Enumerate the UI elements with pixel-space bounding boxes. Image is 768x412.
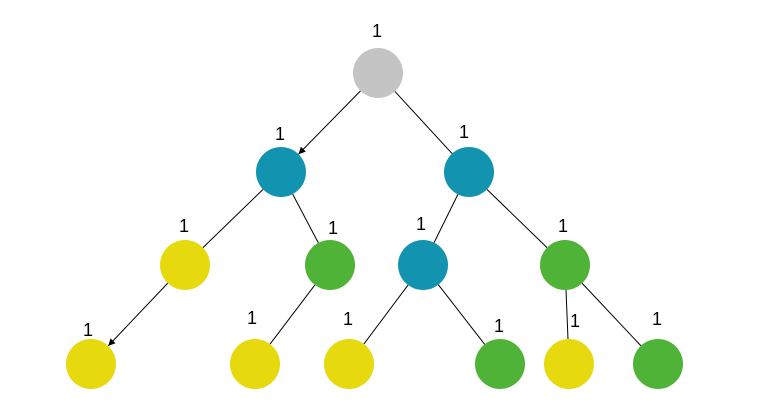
node-l1-right-blue xyxy=(444,147,494,197)
node-l1-left-blue xyxy=(256,147,306,197)
node-l2-c-blue xyxy=(398,240,448,290)
node-label-root: 1 xyxy=(372,21,382,41)
node-l2-d-green xyxy=(540,240,590,290)
node-label-l3-e: 1 xyxy=(570,311,580,331)
node-l3-a-yellow xyxy=(66,339,116,389)
edge-l2-d-to-l3-f xyxy=(581,282,642,347)
node-label-l3-d: 1 xyxy=(494,316,504,336)
node-label-l3-a: 1 xyxy=(83,320,93,340)
node-l3-f-green xyxy=(633,339,683,389)
node-root-gray xyxy=(353,48,403,98)
node-l3-c-yellow xyxy=(324,339,374,389)
edge-l1-left-to-l2-a xyxy=(202,189,264,248)
edge-l1-right-to-l2-c xyxy=(433,194,459,243)
node-label-l1-left: 1 xyxy=(275,124,285,144)
edge-l2-c-to-l3-d xyxy=(437,284,486,345)
node-label-l3-f: 1 xyxy=(652,309,662,329)
node-l2-a-yellow xyxy=(160,240,210,290)
node-label-l2-d: 1 xyxy=(558,216,568,236)
edge-root-to-l1-left xyxy=(298,90,361,155)
edge-l2-c-to-l3-c xyxy=(363,284,409,345)
node-l3-b-yellow xyxy=(230,339,280,389)
node-l2-b-green xyxy=(305,240,355,290)
node-label-l2-a: 1 xyxy=(179,216,189,236)
edge-root-to-l1-right xyxy=(394,91,453,154)
nodes-layer xyxy=(66,48,683,389)
node-l3-d-green xyxy=(475,339,525,389)
labels-layer: 1 1 1 1 1 1 1 1 1 1 1 1 1 xyxy=(83,21,662,340)
edge-l2-a-to-l3-a xyxy=(107,282,169,347)
edge-l1-left-to-l2-b xyxy=(292,193,319,244)
node-l3-e-yellow xyxy=(544,339,594,389)
node-label-l2-b: 1 xyxy=(328,218,338,238)
node-label-l2-c: 1 xyxy=(416,214,426,234)
edge-l2-d-to-l3-e xyxy=(565,289,569,340)
edge-l2-b-to-l3-b xyxy=(269,284,316,345)
node-label-l3-b: 1 xyxy=(247,308,257,328)
edges-layer xyxy=(107,90,642,347)
node-label-l3-c: 1 xyxy=(343,309,353,329)
node-label-l1-right: 1 xyxy=(459,122,469,142)
edge-l1-right-to-l2-d xyxy=(486,189,548,248)
